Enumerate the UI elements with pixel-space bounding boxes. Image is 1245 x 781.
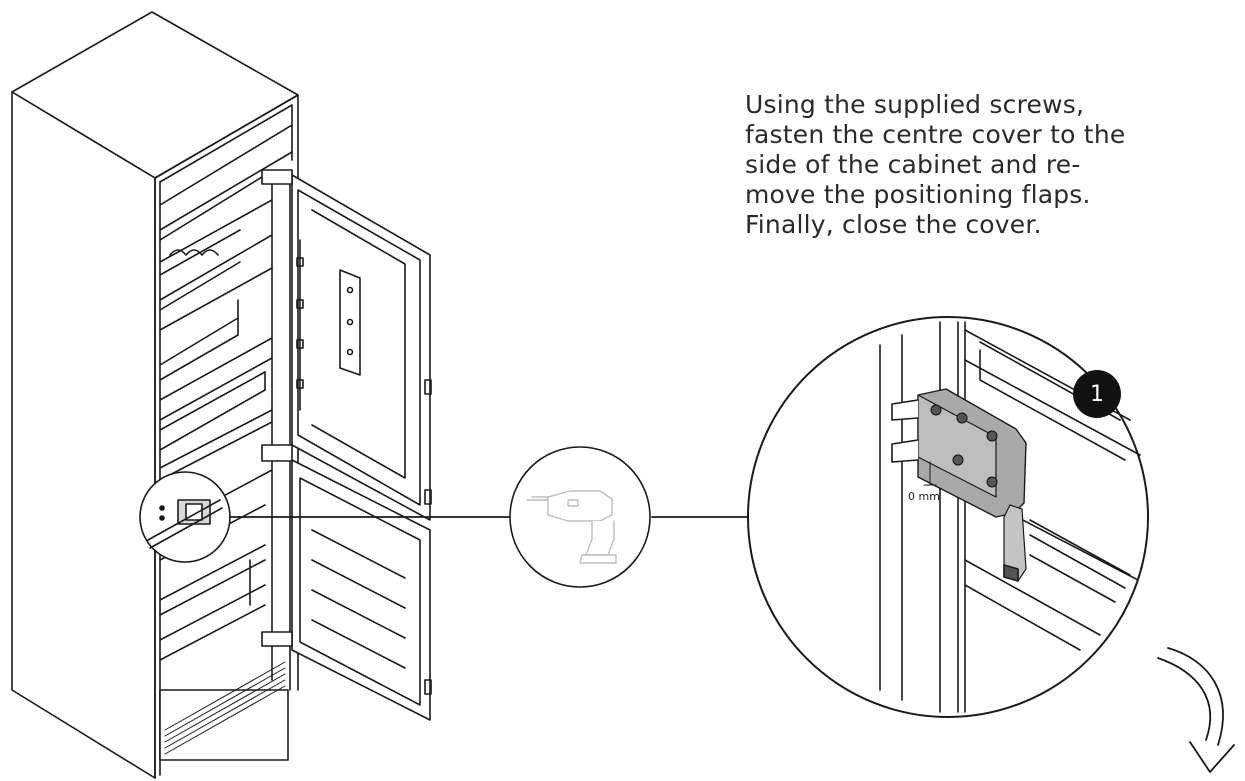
- upper-door: [291, 174, 432, 521]
- instruction-line-2: fasten the centre cover to the: [745, 120, 1126, 149]
- instruction-line-3: side of the cabinet and re-: [745, 150, 1081, 179]
- cabinet: [11, 11, 299, 779]
- drill-icon: [509, 446, 651, 588]
- instruction-line-5: Finally, close the cover.: [745, 210, 1042, 239]
- instruction-line-4: move the positioning flaps.: [745, 180, 1091, 209]
- gap-measurement-label: 0 mm: [908, 490, 940, 503]
- hinge-bracket: [891, 388, 1027, 582]
- zoom-circle-small: [139, 471, 231, 563]
- instruction-line-1: Using the supplied screws,: [745, 90, 1085, 119]
- detail-circle: [747, 316, 1149, 718]
- step-number-badge: 1: [1073, 370, 1121, 418]
- curved-arrow-down-icon: [1157, 647, 1235, 773]
- instruction-text: Using the supplied screws, fasten the ce…: [745, 90, 1165, 240]
- lower-door: [291, 459, 432, 721]
- hinges: [261, 169, 293, 647]
